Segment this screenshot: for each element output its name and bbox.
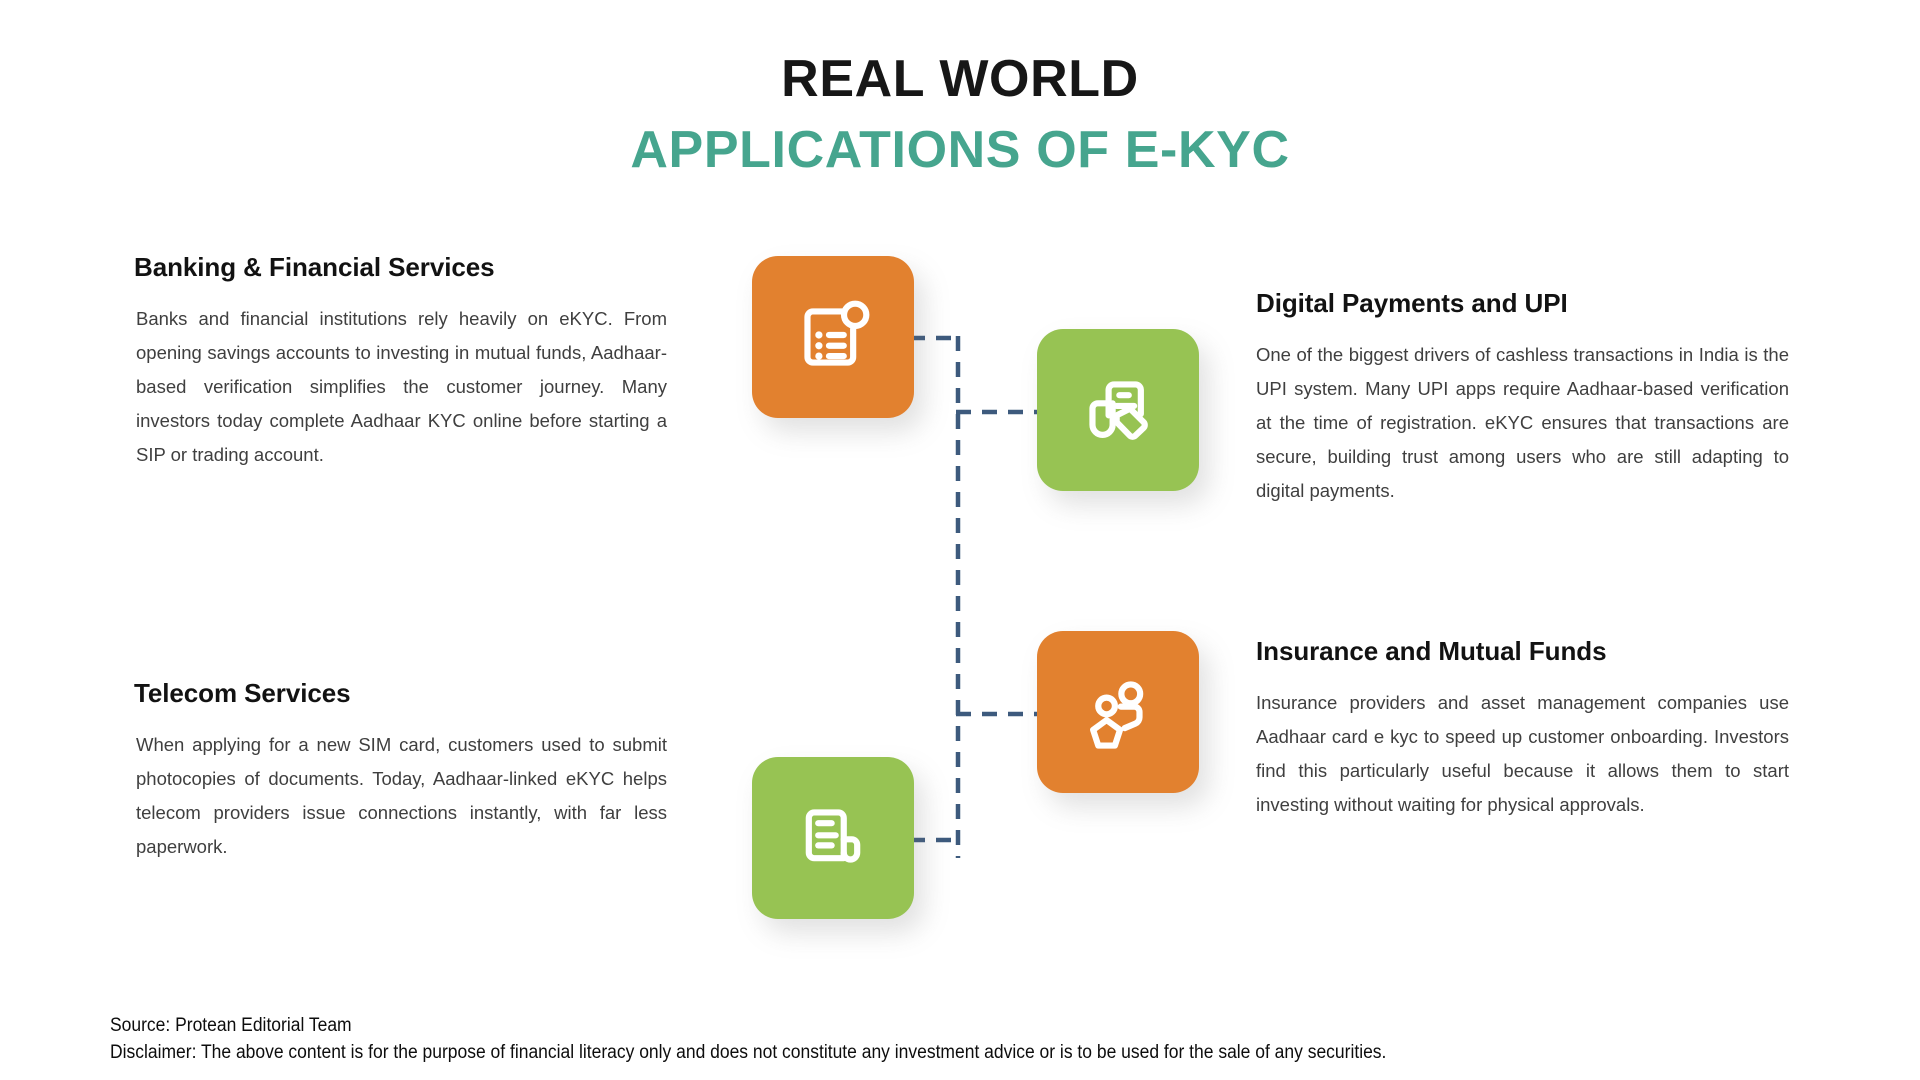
page-title: REAL WORLD APPLICATIONS OF E-KYC	[0, 50, 1920, 180]
section-body-insurance: Insurance providers and asset management…	[1256, 692, 1789, 816]
footer-notes: Source: Protean Editorial Team Disclaime…	[110, 1012, 1386, 1066]
section-heading-upi: Digital Payments and UPI	[1256, 288, 1568, 318]
footer-disclaimer: Disclaimer: The above content is for the…	[110, 1042, 1387, 1063]
section-body-telecom: When applying for a new SIM card, custom…	[136, 734, 667, 858]
icon-tile-insurance[interactable]	[1037, 631, 1199, 793]
document-checklist-icon	[804, 300, 870, 366]
title-line-accent: APPLICATIONS OF E-KYC	[630, 121, 1290, 180]
document-tag-icon	[1089, 381, 1148, 440]
footer-source: Source: Protean Editorial Team	[110, 1015, 352, 1036]
icon-tile-digital-payments[interactable]	[1037, 329, 1199, 491]
users-group-icon	[1090, 681, 1144, 749]
section-heading-insurance: Insurance and Mutual Funds	[1256, 636, 1607, 666]
icon-tile-telecom[interactable]	[752, 757, 914, 919]
section-digital-payments-upi: Digital Payments and UPI One of the bigg…	[1256, 288, 1789, 508]
section-heading-banking: Banking & Financial Services	[134, 252, 495, 282]
title-line-primary: REAL WORLD	[781, 50, 1139, 108]
section-banking: Banking & Financial Services Banks and f…	[134, 252, 667, 472]
section-body-upi: One of the biggest drivers of cashless t…	[1256, 344, 1789, 502]
section-body-banking: Banks and financial institutions rely he…	[136, 308, 667, 466]
document-receipt-icon	[805, 809, 861, 863]
section-heading-telecom: Telecom Services	[134, 678, 351, 708]
section-telecom: Telecom Services When applying for a new…	[134, 678, 667, 864]
section-insurance-mutual-funds: Insurance and Mutual Funds Insurance pro…	[1256, 636, 1789, 822]
icon-tile-banking[interactable]	[752, 256, 914, 418]
